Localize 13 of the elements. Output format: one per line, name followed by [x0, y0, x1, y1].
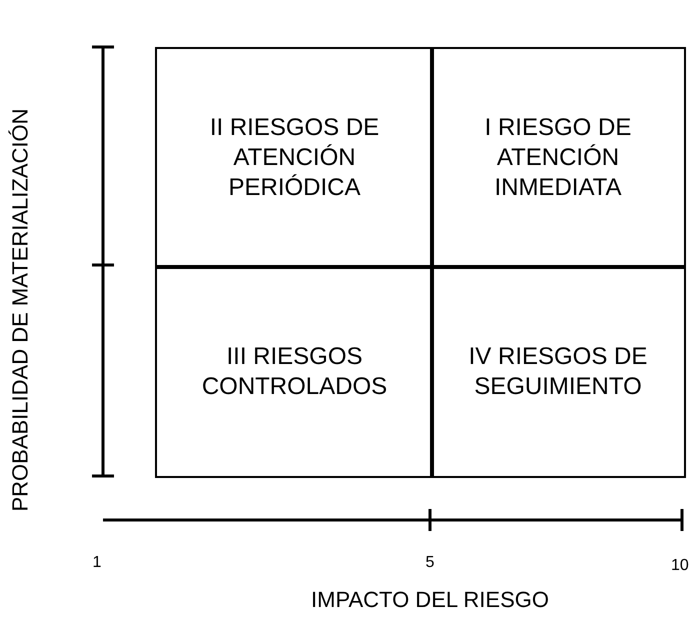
quadrant-label: II RIESGOS DE ATENCIÓN PERIÓDICA [208, 113, 380, 203]
axis-title: PROBABILIDAD DE MATERIALIZACIÓN [7, 108, 33, 512]
quadrant-label: IV RIESGOS DE SEGUIMIENTO [468, 342, 648, 402]
axis-title: IMPACTO DEL RIESGO [311, 587, 549, 613]
matrix-quadrant [430, 265, 686, 478]
tick-label: 10 [671, 557, 689, 575]
tick-label: 5 [426, 554, 434, 572]
tick-label: 1 [92, 554, 102, 572]
matrix-quadrant [155, 47, 434, 269]
quadrant-label: I RIESGO DE ATENCIÓN INMEDIATA [484, 113, 632, 203]
matrix-quadrant [430, 47, 686, 269]
matrix-quadrant [155, 265, 434, 478]
quadrant-label: III RIESGOS CONTROLADOS [200, 342, 388, 402]
